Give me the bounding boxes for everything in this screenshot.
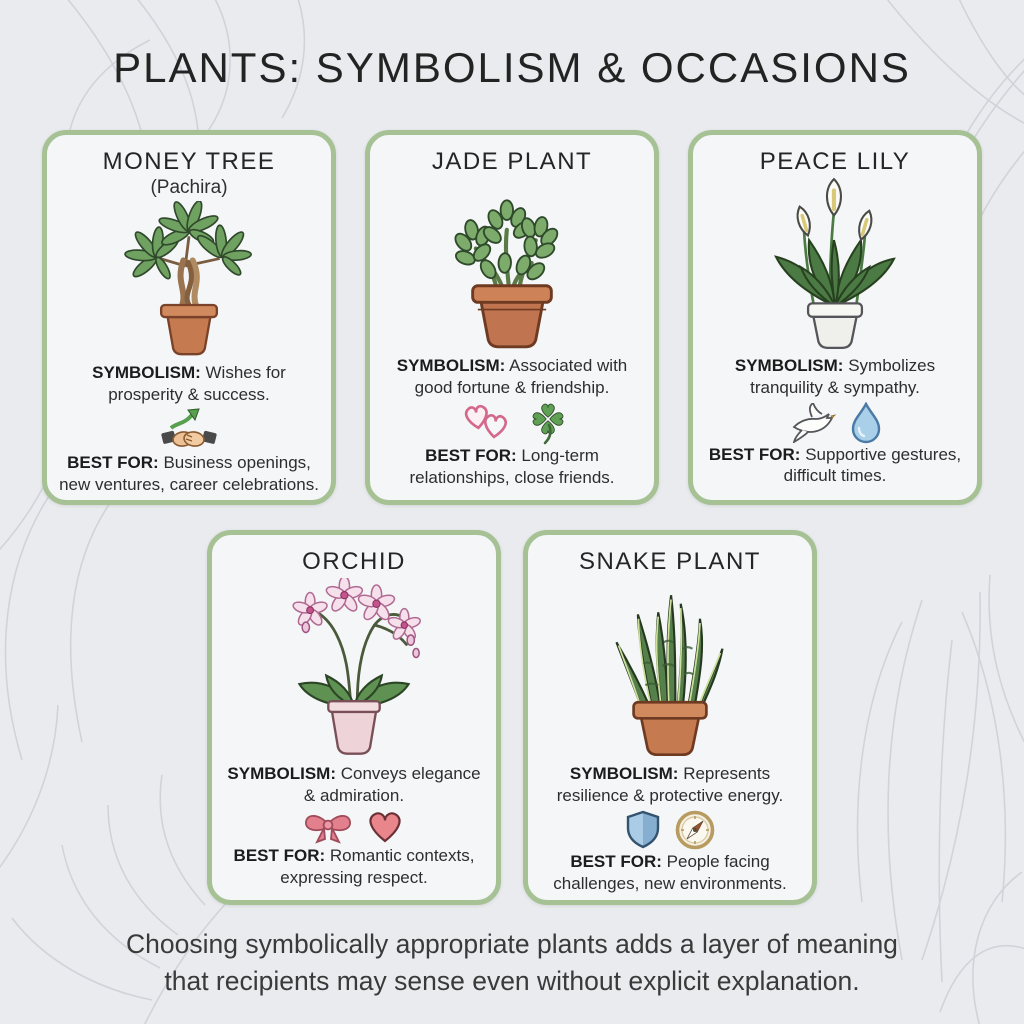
footer-line-1: Choosing symbolically appropriate plants… — [126, 929, 898, 959]
best-for-text: BEST FOR: Business openings, new venture… — [59, 453, 319, 494]
symbolism-label: SYMBOLISM: — [569, 764, 679, 783]
symbolism-text: SYMBOLISM: Associated with good fortune … — [396, 356, 628, 397]
card-title: MONEY TREE — [102, 148, 276, 175]
card-money-tree: MONEY TREE (Pachira) — [42, 130, 336, 505]
card-subtitle: (Pachira) — [150, 177, 228, 198]
handshake-growth-icon — [161, 408, 217, 448]
symbol-icons — [304, 809, 405, 845]
card-peace-lily: PEACE LILY — [688, 130, 982, 505]
best-for-text: BEST FOR: People facing challenges, new … — [553, 852, 787, 893]
card-title: ORCHID — [302, 548, 406, 575]
best-for-text: BEST FOR: Long-term relationships, close… — [409, 446, 615, 487]
card-title: PEACE LILY — [759, 148, 911, 175]
best-for-text: BEST FOR: Romantic contexts, expressing … — [233, 846, 475, 887]
symbolism-label: SYMBOLISM: — [396, 356, 506, 375]
symbol-icons — [457, 401, 568, 445]
ribbon-bow-icon — [304, 815, 351, 844]
symbolism-label: SYMBOLISM: — [734, 356, 844, 375]
symbol-icons — [625, 809, 716, 851]
footer-line-2: that recipients may sense even without e… — [164, 965, 860, 996]
best-for-text: BEST FOR: Supportive gestures, difficult… — [708, 444, 962, 486]
best-for-label: BEST FOR: — [67, 453, 159, 473]
symbol-icons — [788, 401, 883, 444]
symbolism-text: SYMBOLISM: Represents resilience & prote… — [556, 764, 784, 805]
symbol-icons — [161, 408, 217, 452]
best-for-label: BEST FOR: — [233, 846, 326, 866]
four-leaf-clover-icon — [532, 403, 563, 445]
cards-row-1: MONEY TREE (Pachira) — [0, 130, 1024, 505]
card-jade-plant: JADE PLANT — [365, 130, 659, 505]
shield-icon — [626, 810, 659, 849]
symbolism-label: SYMBOLISM: — [227, 764, 336, 783]
orchid-illustration — [263, 578, 445, 758]
heart-icon — [368, 812, 401, 843]
peace-lily-illustration — [747, 178, 923, 350]
money-tree-illustration — [103, 201, 275, 357]
water-drop-icon — [851, 401, 880, 443]
symbolism-text: SYMBOLISM: Symbolizes tranquility & symp… — [734, 356, 936, 397]
best-for-label: BEST FOR: — [708, 444, 801, 464]
footer-text: Choosing symbolically appropriate plants… — [0, 926, 1024, 999]
page-title: PLANTS: SYMBOLISM & OCCASIONS — [113, 44, 911, 91]
dove-icon — [792, 402, 836, 443]
card-title: SNAKE PLANT — [579, 548, 761, 575]
card-title: JADE PLANT — [431, 148, 593, 175]
jade-plant-illustration — [424, 178, 600, 350]
cards-row-2: ORCHID — [0, 530, 1024, 905]
card-orchid: ORCHID — [207, 530, 501, 905]
symbolism-text: SYMBOLISM: Conveys elegance & admiration… — [227, 764, 481, 805]
card-snake-plant: SNAKE PLANT — [523, 530, 817, 905]
symbolism-text: SYMBOLISM: Wishes for prosperity & succe… — [92, 363, 286, 404]
best-for-label: BEST FOR: — [570, 852, 662, 872]
snake-plant-illustration — [579, 578, 761, 758]
compass-icon — [675, 810, 714, 850]
symbolism-label: SYMBOLISM: — [92, 363, 201, 382]
best-for-label: BEST FOR: — [425, 446, 517, 466]
linked-hearts-icon — [464, 405, 507, 439]
